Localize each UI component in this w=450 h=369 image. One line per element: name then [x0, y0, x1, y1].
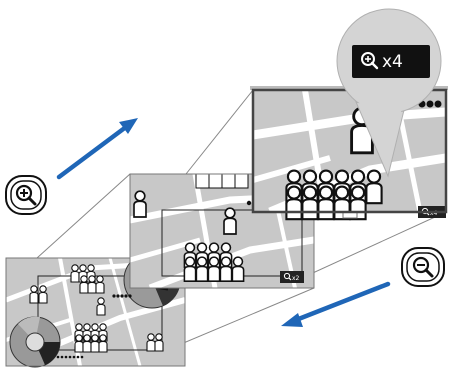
zoom-badge-2x-label: x2: [292, 275, 300, 282]
pie-chart-large: [10, 317, 60, 367]
zoom-level-label: x4: [382, 52, 403, 72]
zoom-badge-2x: x2: [280, 271, 304, 283]
zoom-out-arrow: [281, 284, 388, 327]
map-panel-4x: x4: [250, 86, 448, 219]
zoom-in-button[interactable]: [6, 176, 46, 214]
building-blocks: [196, 174, 248, 188]
zoom-out-button[interactable]: [402, 248, 444, 286]
zoom-in-arrow: [59, 118, 138, 177]
